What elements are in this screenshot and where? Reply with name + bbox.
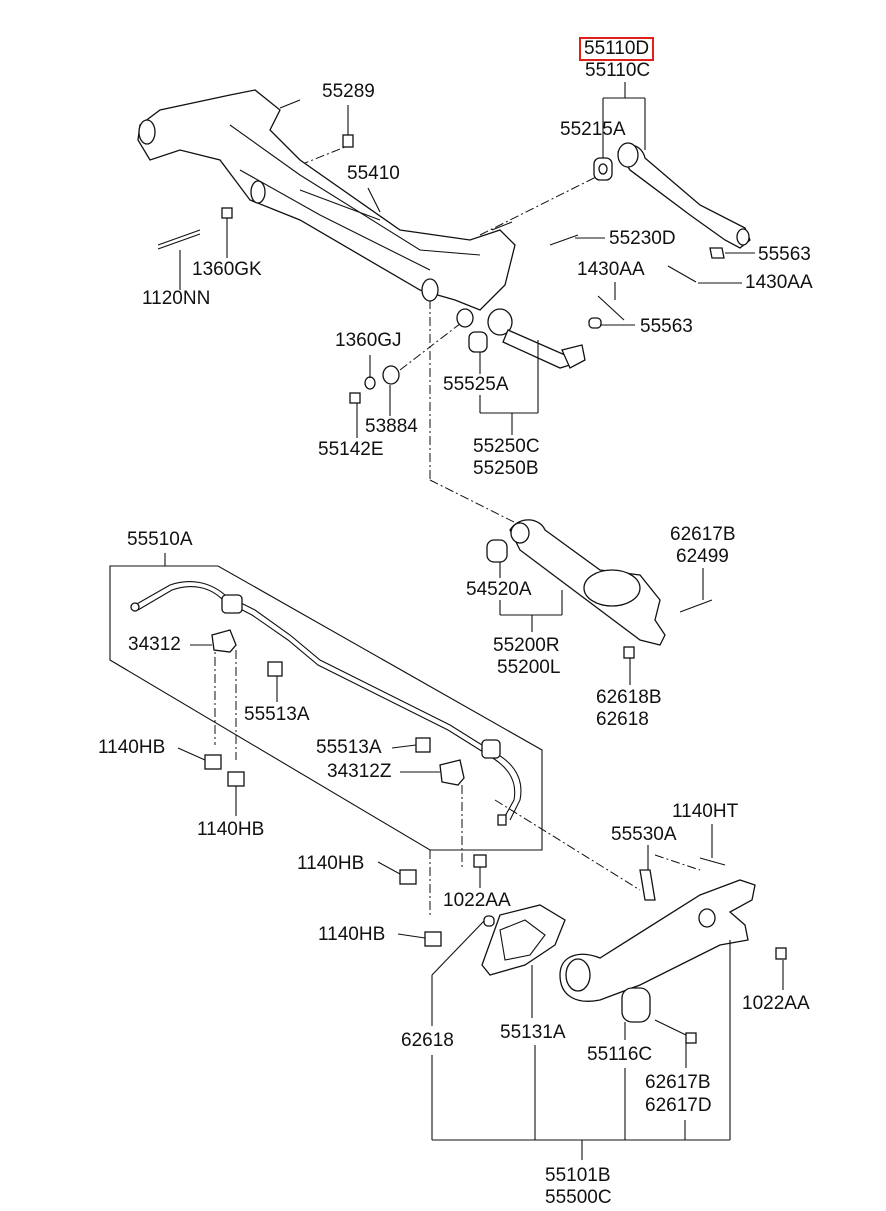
label-55530A: 55530A [611,824,677,845]
label-55116C: 55116C [587,1044,653,1065]
label-1120NN: 1120NN [142,288,211,309]
label-1140HB-2: 1140HB [197,819,265,840]
crossmember-55410 [137,89,516,311]
label-55110D-highlighted: 55110D [579,37,655,61]
label-1140HB-1: 1140HB [98,737,166,758]
label-62618B: 62618B [596,687,662,708]
label-62499: 62499 [676,546,729,567]
label-62618-lower: 62618 [401,1030,454,1051]
label-1430AA-right: 1430AA [745,272,813,293]
label-55563-upper: 55563 [758,244,811,265]
label-55200L: 55200L [497,657,561,678]
bracket-55131A [481,904,566,976]
lower-arm-55200 [486,519,713,659]
label-55101B: 55101B [545,1165,611,1186]
trailing-arm-55101B [559,857,787,1044]
label-55410: 55410 [347,163,400,184]
label-1430AA-left: 1430AA [577,259,645,280]
label-55131A: 55131A [500,1022,566,1043]
label-55142E: 55142E [318,439,384,460]
label-55289: 55289 [322,81,375,102]
label-1022AA-left: 1022AA [443,890,511,911]
center-lines [214,144,701,915]
label-34312Z: 34312Z [327,761,392,782]
label-55110C: 55110C [585,60,651,81]
label-1360GJ: 1360GJ [335,330,402,351]
label-62618-upper: 62618 [596,709,649,730]
label-62617B-upper: 62617B [670,524,736,545]
label-1022AA-right: 1022AA [742,993,810,1014]
link-55250 [456,308,586,369]
label-62617B-lower: 62617B [645,1072,711,1093]
label-55513A-left: 55513A [244,704,310,725]
label-1140HT: 1140HT [672,801,739,822]
label-55510A: 55510A [127,529,193,550]
upper-arm-55110 [593,142,751,259]
label-55250B: 55250B [473,458,539,479]
stabilizer-bar-55510A [130,581,522,947]
label-55215A: 55215A [560,119,626,140]
label-55500C: 55500C [545,1187,612,1208]
label-1140HB-4: 1140HB [318,924,386,945]
fasteners-top [157,134,697,404]
label-55200R: 55200R [493,635,560,656]
label-54520A: 54520A [466,579,532,600]
label-55525A: 55525A [443,374,509,395]
label-55513A-right: 55513A [316,737,382,758]
label-62617D: 62617D [645,1095,712,1116]
label-55250C: 55250C [473,436,540,457]
label-55563-lower: 55563 [640,316,693,337]
label-53884: 53884 [365,416,418,437]
leader-lines [177,82,784,1160]
label-34312: 34312 [128,634,181,655]
label-1140HB-3: 1140HB [297,853,365,874]
label-55230D: 55230D [609,228,676,249]
callout-box-55510A [109,553,543,851]
label-1360GK: 1360GK [192,259,262,280]
